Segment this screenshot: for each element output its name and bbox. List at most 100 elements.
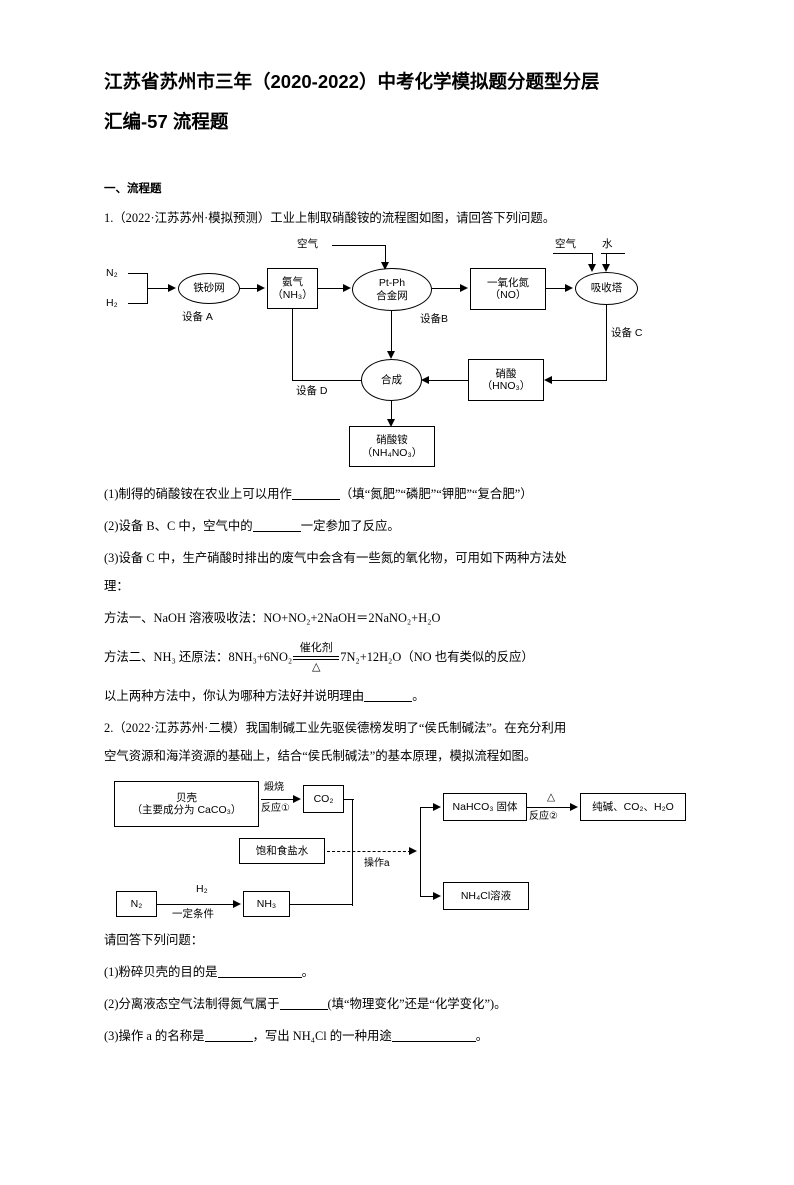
node-shell-label-1: 贝壳 bbox=[176, 791, 197, 804]
node-iron-mesh-label: 铁砂网 bbox=[193, 282, 225, 295]
label-operation-a: 操作a bbox=[364, 858, 390, 869]
label-condition: 一定条件 bbox=[172, 908, 214, 920]
reaction-double-bar bbox=[293, 656, 340, 661]
node-products-label: 纯碱、CO₂、H₂O bbox=[592, 800, 674, 813]
node-ptph-label-1: Pt-Ph bbox=[378, 277, 406, 289]
line-air-left-v bbox=[385, 245, 387, 264]
line-junction-to-nahco3 bbox=[420, 807, 434, 809]
q2-sub3-period: 。 bbox=[475, 1029, 489, 1043]
line-brine-dashed bbox=[327, 851, 411, 852]
question-2-sub-1: (1)粉碎贝壳的目的是。 bbox=[104, 959, 690, 985]
arrow-air-into-tower bbox=[588, 264, 596, 272]
arrow-nitric-to-synthesis bbox=[421, 376, 429, 384]
question-1-closing: 以上两种方法中，你认为哪种方法好并说明理由。 bbox=[104, 683, 690, 709]
line-ironmesh-to-ammonia bbox=[240, 288, 258, 290]
label-air-right: 空气 bbox=[555, 238, 576, 250]
q1-closing-period: 。 bbox=[412, 689, 425, 703]
label-device-c: 设备 C bbox=[611, 327, 643, 339]
node-product-label-2: （NH₄NO₃） bbox=[361, 446, 423, 459]
arrow-to-nitric-acid bbox=[544, 376, 552, 384]
node-nahco3-label: NaHCO₃ 固体 bbox=[452, 800, 518, 813]
page-title: 江苏省苏州市三年（2020-2022）中考化学模拟题分题型分层 汇编-57 流程… bbox=[104, 62, 690, 142]
line-co2-down bbox=[352, 799, 354, 906]
arrow-to-tower bbox=[565, 284, 573, 292]
node-nh3-label: NH₃ bbox=[256, 897, 277, 910]
line-ammonia-down bbox=[292, 309, 294, 381]
line-nitric-to-synthesis bbox=[428, 380, 468, 382]
node-n2-label: N₂ bbox=[130, 897, 143, 910]
node-ptph-label-2: 合金网 bbox=[376, 289, 408, 302]
label-air-left: 空气 bbox=[297, 238, 318, 250]
q1-sub2-blank[interactable] bbox=[252, 531, 301, 532]
line-n2-to-nh3 bbox=[157, 904, 234, 906]
question-1-sub-2: (2)设备 B、C 中，空气中的一定参加了反应。 bbox=[104, 513, 690, 539]
node-nitric-acid-label-1: 硝酸 bbox=[495, 367, 517, 380]
line-ptph-to-no bbox=[432, 288, 461, 290]
label-device-a: 设备 A bbox=[182, 311, 213, 323]
q2-sub2-text-a: (2)分离液态空气法制得氮气属于 bbox=[104, 997, 280, 1011]
line-n2-stub bbox=[128, 273, 148, 275]
node-nh4cl-solution: NH₄Cl溶液 bbox=[443, 882, 529, 910]
node-shell-label-2: （主要成分为 CaCO₃） bbox=[131, 804, 242, 816]
label-water-right: 水 bbox=[602, 238, 613, 250]
page-title-line-2: 汇编-57 流程题 bbox=[104, 111, 229, 132]
line-junction-to-nh4cl bbox=[420, 896, 434, 898]
node-n2: N₂ bbox=[116, 891, 157, 917]
node-iron-mesh: 铁砂网 bbox=[178, 273, 240, 304]
node-ammonium-nitrate: 硝酸铵 （NH₄NO₃） bbox=[349, 426, 435, 467]
line-air-left-h bbox=[332, 245, 386, 247]
q2-sub1-blank[interactable] bbox=[217, 977, 302, 978]
question-2-sub-2: (2)分离液态空气法制得氮气属于 (填“物理变化”还是“化学变化”)。 bbox=[104, 991, 690, 1017]
line-ammonia-to-synthesis bbox=[292, 380, 372, 382]
node-co2-label: CO₂ bbox=[313, 792, 334, 805]
arrow-to-product bbox=[387, 419, 395, 427]
q2-sub2-blank[interactable] bbox=[279, 1009, 328, 1010]
q2-sub1-text: (1)粉碎贝壳的目的是 bbox=[104, 965, 218, 979]
q1-method2-prefix: 方法二、NH₃ 还原法：8NH₃+6NO₂ bbox=[104, 650, 293, 664]
line-water-v bbox=[606, 253, 608, 266]
q1-method2-suffix: 7N₂+12H₂O（NO 也有类似的反应） bbox=[340, 650, 534, 664]
node-ammonia-label-2: （NH₃） bbox=[272, 288, 313, 301]
q2-sub3-text-b: ，写出 NH₄Cl 的一种用途 bbox=[252, 1029, 392, 1043]
flowchart-nitric-ammonium: N₂ H₂ 铁砂网 设备 A 氨气 （NH₃） 设备 D 空气 bbox=[106, 235, 692, 467]
line-water-h bbox=[601, 253, 625, 255]
q2-sub3-blank-1[interactable] bbox=[204, 1041, 253, 1042]
arrow-to-ammonia bbox=[257, 284, 265, 292]
q2-sub2-text-b: (填“物理变化”还是“化学变化”)。 bbox=[327, 997, 507, 1011]
node-shell: 贝壳 （主要成分为 CaCO₃） bbox=[114, 781, 259, 827]
label-reaction-2: 反应② bbox=[529, 811, 558, 822]
question-1-sub-1: (1)制得的硝酸铵在农业上可以用作（填“氮肥”“磷肥”“钾肥”“复合肥”） bbox=[104, 481, 690, 507]
q1-sub1-blank[interactable] bbox=[291, 499, 340, 500]
line-ammonia-to-ptph bbox=[318, 288, 344, 290]
node-h2-label: H₂ bbox=[106, 297, 118, 309]
heat-symbol-icon: △ bbox=[547, 791, 556, 803]
q2-sub3-blank-2[interactable] bbox=[391, 1041, 476, 1042]
node-synthesis: 合成 bbox=[361, 359, 422, 401]
label-calcine: 煅烧 bbox=[264, 782, 284, 793]
line-h2-stub bbox=[128, 303, 148, 305]
label-reaction-1: 反应① bbox=[261, 803, 290, 814]
arrow-to-nh4cl bbox=[433, 892, 441, 900]
reaction-condition-bottom: △ bbox=[312, 661, 321, 674]
node-nh3: NH₃ bbox=[243, 891, 290, 917]
node-co2: CO₂ bbox=[303, 785, 344, 813]
q1-sub2-text-b: 一定参加了反应。 bbox=[300, 519, 400, 533]
arrow-air-into-ptph bbox=[381, 262, 389, 270]
flowchart-hou-soda-process: 贝壳 （主要成分为 CaCO₃） 煅烧 反应① CO₂ 饱和食盐水 操作a N₂… bbox=[106, 775, 692, 923]
q1-closing-blank[interactable] bbox=[364, 701, 413, 702]
line-shell-to-co2 bbox=[261, 799, 294, 801]
line-to-iron-mesh bbox=[147, 288, 169, 290]
node-ammonia: 氨气 （NH₃） bbox=[267, 268, 318, 309]
question-2-prompt: 请回答下列问题： bbox=[104, 933, 204, 947]
line-junction-vertical bbox=[420, 807, 422, 897]
node-soda-products: 纯碱、CO₂、H₂O bbox=[580, 793, 686, 821]
arrow-to-nahco3 bbox=[433, 803, 441, 811]
arrow-n2-to-nh3 bbox=[233, 900, 241, 908]
arrow-brine-to-operation bbox=[409, 847, 417, 855]
question-2-stem-line-2: 空气资源和海洋资源的基础上，结合“侯氏制碱法”的基本原理，模拟流程如图。 bbox=[104, 749, 537, 763]
node-nahco3-solid: NaHCO₃ 固体 bbox=[443, 793, 527, 821]
node-tower-label: 吸收塔 bbox=[590, 282, 623, 295]
arrow-to-products bbox=[570, 803, 578, 811]
node-ammonia-label-1: 氨气 bbox=[282, 276, 303, 288]
